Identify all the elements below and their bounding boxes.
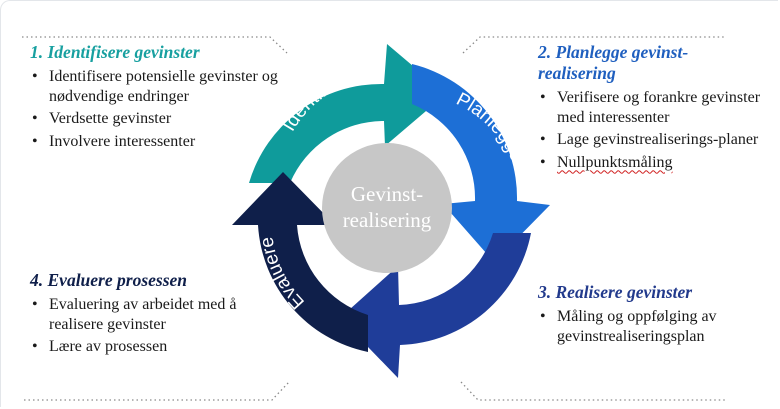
bracket-bottom-left <box>24 381 290 401</box>
center-circle <box>322 143 452 273</box>
panel-realize: 3. Realisere gevinster Måling og oppfølg… <box>538 282 778 349</box>
panel-identify-list: Identifisere potensielle gevinster og nø… <box>30 67 280 151</box>
panel-plan-title: 2. Planlegge gevinst- realisering <box>538 42 778 84</box>
list-item: Verdsette gevinster <box>30 109 280 129</box>
panel-identify: 1. Identifisere gevinster Identifisere p… <box>30 42 280 154</box>
list-item: Involvere interessenter <box>30 132 280 152</box>
bracket-top-right <box>462 36 726 54</box>
center-label-line1: Gevinst- <box>351 182 423 206</box>
panel-evaluate-title: 4. Evaluere prosessen <box>30 270 188 290</box>
list-item: Nullpunktsmåling <box>538 153 778 173</box>
bracket-bottom-right <box>460 381 726 401</box>
panel-plan-title-line2: realisering <box>538 63 616 83</box>
panel-plan-title-line1: 2. Planlegge gevinst- <box>538 42 689 62</box>
list-item: Identifisere potensielle gevinster og nø… <box>30 67 280 106</box>
dotted-brackets <box>22 36 726 401</box>
arrow-identify <box>249 44 446 183</box>
arrow-evaluate <box>232 172 368 352</box>
bracket-top-left <box>22 36 288 54</box>
list-item: Lage gevinstrealiserings-planer <box>538 130 778 150</box>
list-item: Verifisere og forankre gevinster med int… <box>538 88 778 127</box>
panel-realize-title: 3. Realisere gevinster <box>538 282 693 302</box>
list-item: Lære av prosessen <box>30 337 280 357</box>
arrow-realize <box>340 233 531 378</box>
panel-plan-list: Verifisere og forankre gevinster med int… <box>538 88 778 172</box>
arrow-plan <box>412 64 550 262</box>
panel-evaluate: 4. Evaluere prosessen Evaluering av arbe… <box>30 270 280 360</box>
center-label-line2: realisering <box>343 208 432 232</box>
panel-identify-title: 1. Identifisere gevinster <box>30 42 200 62</box>
panel-evaluate-list: Evaluering av arbeidet med å realisere g… <box>30 295 280 357</box>
list-item: Måling og oppfølging av gevinstrealiseri… <box>538 307 778 346</box>
panel-plan: 2. Planlegge gevinst- realisering Verifi… <box>538 42 778 175</box>
list-item: Evaluering av arbeidet med å realisere g… <box>30 295 280 334</box>
panel-realize-list: Måling og oppfølging av gevinstrealiseri… <box>538 307 778 346</box>
spellcheck-underlined-text: Nullpunktsmåling <box>557 153 673 171</box>
